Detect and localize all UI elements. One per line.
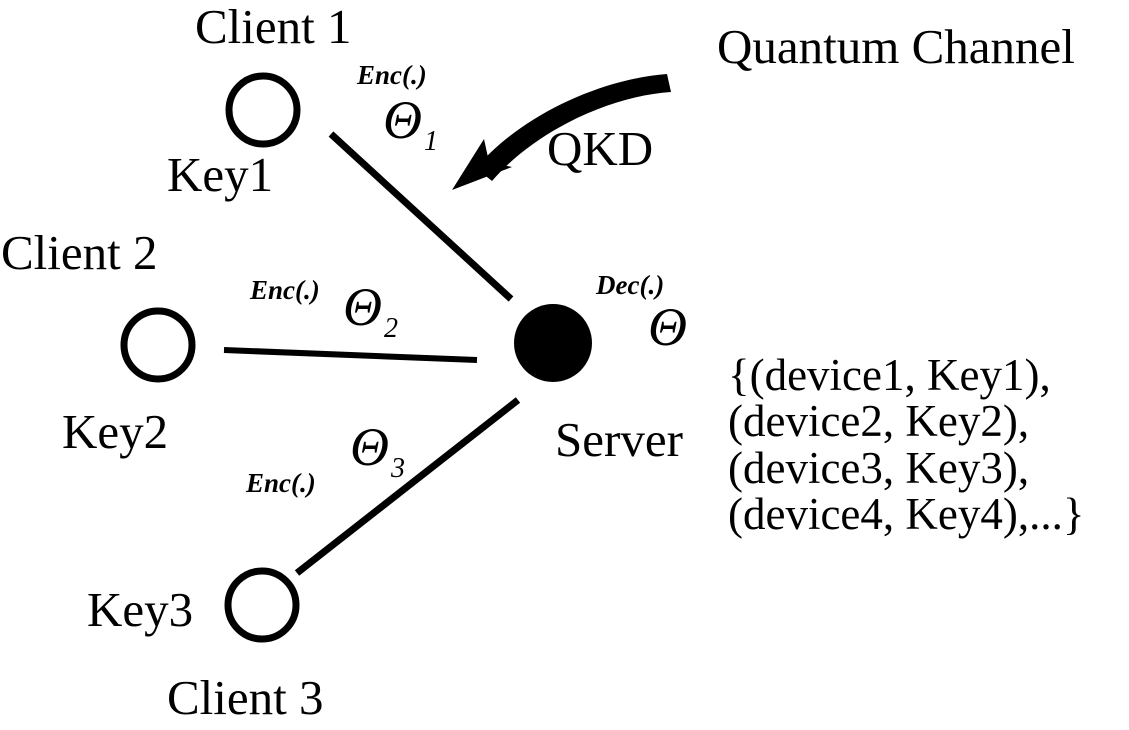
link-client2-server <box>223 347 478 363</box>
server-label: Server <box>555 412 683 467</box>
device-key-map-line: (device3, Key3), <box>728 442 1030 493</box>
client3-theta-subscript: 3 <box>391 452 405 484</box>
server-theta-label: Θ <box>648 297 687 357</box>
client1-title: Client 1 <box>195 0 352 54</box>
client2-theta-label: Θ2 <box>343 280 398 343</box>
client2-key-label: Key2 <box>62 404 169 459</box>
client1-theta-label: Θ1 <box>383 93 438 156</box>
client3-key-label: Key3 <box>87 582 194 637</box>
device-key-map-line: (device2, Key2), <box>728 396 1030 447</box>
client2-theta-symbol: Θ <box>343 277 382 337</box>
client1-theta-symbol: Θ <box>383 90 422 150</box>
client2-node[interactable] <box>120 307 196 383</box>
client2-enc-function-label: Enc(.) <box>250 275 320 305</box>
device-key-map: {(device1, Key1), (device2, Key2), (devi… <box>728 350 1085 540</box>
quantum-channel-title: Quantum Channel <box>717 19 1075 74</box>
client3-enc-function-label: Enc(.) <box>246 468 316 498</box>
client2-theta-subscript: 2 <box>384 312 398 344</box>
client1-node[interactable] <box>225 72 301 148</box>
device-key-map-line: (device4, Key4),...} <box>728 489 1085 540</box>
client3-title: Client 3 <box>167 670 324 725</box>
link-client1-server <box>328 131 514 302</box>
client1-key-label: Key1 <box>167 147 274 202</box>
client3-node[interactable] <box>224 567 300 643</box>
device-key-map-line: {(device1, Key1), <box>728 350 1051 400</box>
client2-title: Client 2 <box>1 225 158 280</box>
client3-theta-symbol: Θ <box>350 417 389 477</box>
server-dec-function-label: Dec(.) <box>596 270 665 300</box>
link-client3-server <box>294 397 521 576</box>
qkd-arrow <box>452 74 671 190</box>
qkd-label: QKD <box>547 121 654 176</box>
server-node[interactable] <box>514 304 592 382</box>
client1-enc-function-label: Enc(.) <box>357 60 427 90</box>
client1-theta-subscript: 1 <box>424 125 438 157</box>
client3-theta-label: Θ3 <box>350 420 405 483</box>
